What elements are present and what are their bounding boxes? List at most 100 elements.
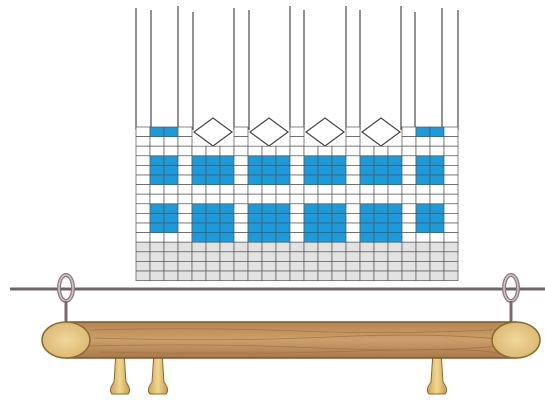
grid-cell [164,223,178,233]
warp-threads [136,6,458,130]
grid-cell [318,223,332,233]
grid-cell [220,223,234,233]
grid-cell [430,165,444,175]
grid-cell [318,156,332,166]
pattern-grid [136,127,458,281]
grid-cell [192,185,206,195]
grid-cell [360,233,374,243]
grid-cell [388,165,402,175]
grid-cell [402,127,416,137]
grid-cell [388,146,402,156]
grid-cell [402,194,416,204]
grid-cell [430,204,444,214]
grid-cell [416,165,430,175]
grid-cell [150,137,164,147]
grid-cell [374,204,388,214]
grid-cell [416,252,430,262]
grid-cell [178,175,192,185]
grid-cell [248,233,262,243]
grid-cell [346,252,360,262]
grid-cell [444,194,458,204]
grid-cell [220,185,234,195]
grid-cell [150,233,164,243]
grid-cell [304,252,318,262]
grid-cell [416,223,430,233]
grid-cell [178,127,192,137]
grid-cell [402,204,416,214]
grid-cell [192,146,206,156]
grid-cell [430,233,444,243]
grid-cell [290,261,304,271]
grid-cell [360,175,374,185]
grid-cell [360,185,374,195]
grid-cell [262,271,276,281]
grid-cell [444,233,458,243]
grid-cell [234,252,248,262]
grid-cell [444,156,458,166]
grid-cell [150,213,164,223]
grid-cell [318,146,332,156]
grid-cell [360,223,374,233]
grid-cell [304,213,318,223]
grid-cell [360,261,374,271]
grid-cell [346,261,360,271]
diamond-shed-icon [194,118,232,146]
grid-cell [430,213,444,223]
grid-cell [290,165,304,175]
grid-cell [150,252,164,262]
grid-cell [332,194,346,204]
grid-cell [276,271,290,281]
grid-cell [248,213,262,223]
grid-cell [332,165,346,175]
grid-cell [234,185,248,195]
grid-cell [290,271,304,281]
grid-cell [374,146,388,156]
grid-cell [164,194,178,204]
grid-cell [178,146,192,156]
grid-cell [220,213,234,223]
grid-cell [388,204,402,214]
grid-cell [360,156,374,166]
grid-cell [444,146,458,156]
grid-cell [136,204,150,214]
grid-cell [276,242,290,252]
grid-cell [262,204,276,214]
grid-cell [346,194,360,204]
grid-cell [206,194,220,204]
grid-cell [346,271,360,281]
grid-cell [164,213,178,223]
grid-cell [444,165,458,175]
grid-cell [178,213,192,223]
grid-cell [290,127,304,137]
grid-cell [430,261,444,271]
grid-cell [444,213,458,223]
grid-cell [234,137,248,147]
grid-cell [402,146,416,156]
grid-cell [164,175,178,185]
grid-cell [304,156,318,166]
grid-cell [444,271,458,281]
grid-cell [416,213,430,223]
grid-cell [234,146,248,156]
grid-cell [192,175,206,185]
grid-cell [276,233,290,243]
grid-cell [416,194,430,204]
grid-cell [318,242,332,252]
grid-cell [220,156,234,166]
grid-cell [206,223,220,233]
grid-cell [430,185,444,195]
grid-cell [430,156,444,166]
grid-cell [164,252,178,262]
grid-cell [206,213,220,223]
grid-cell [430,137,444,147]
grid-cell [136,242,150,252]
grid-cell [248,175,262,185]
grid-cell [206,204,220,214]
grid-cell [388,194,402,204]
grid-cell [220,233,234,243]
grid-cell [346,156,360,166]
grid-cell [332,223,346,233]
grid-cell [234,156,248,166]
grid-cell [220,204,234,214]
